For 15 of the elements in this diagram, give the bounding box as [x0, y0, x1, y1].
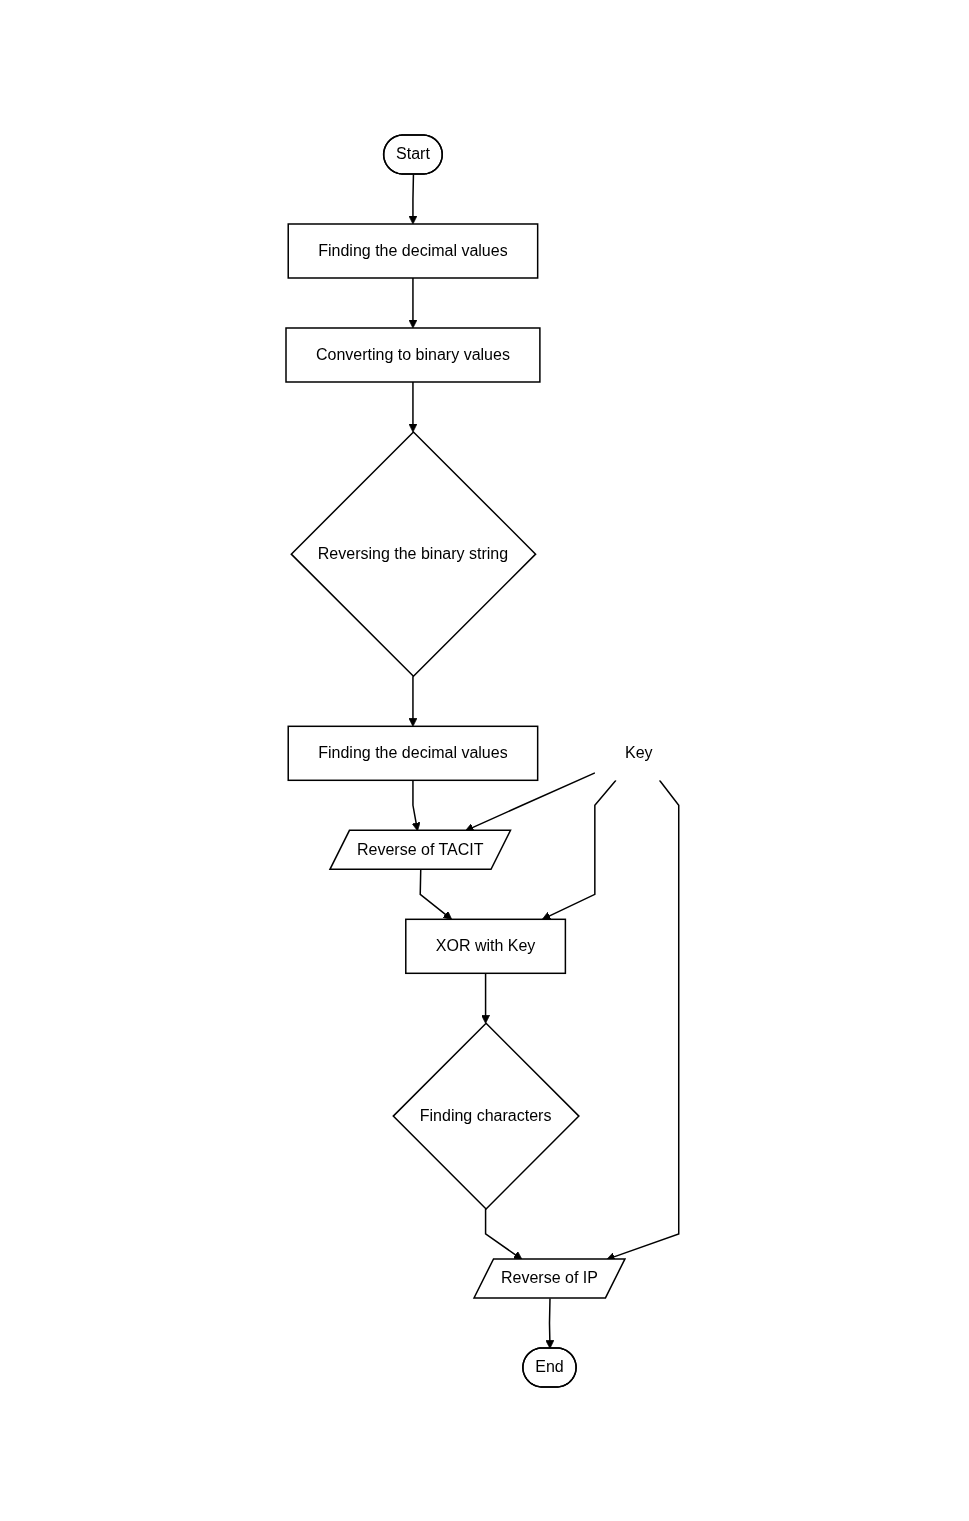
node-box: Finding the decimal values [287, 725, 539, 781]
node-box: XOR with Key [405, 918, 567, 974]
node-box: Converting to binary values [285, 326, 541, 383]
arrow [408, 173, 418, 224]
node-box: Finding the decimal values [287, 222, 539, 279]
arrow [419, 868, 453, 920]
arrow [542, 779, 617, 920]
node-text: Key [625, 743, 653, 761]
node-diamond: Reversing the binary string [290, 430, 537, 677]
arrow [408, 276, 418, 328]
node-diamond: Finding characters [392, 1021, 581, 1210]
arrow [545, 1297, 555, 1349]
arrow [408, 380, 418, 432]
arrow [481, 972, 491, 1024]
arrow [408, 675, 418, 727]
